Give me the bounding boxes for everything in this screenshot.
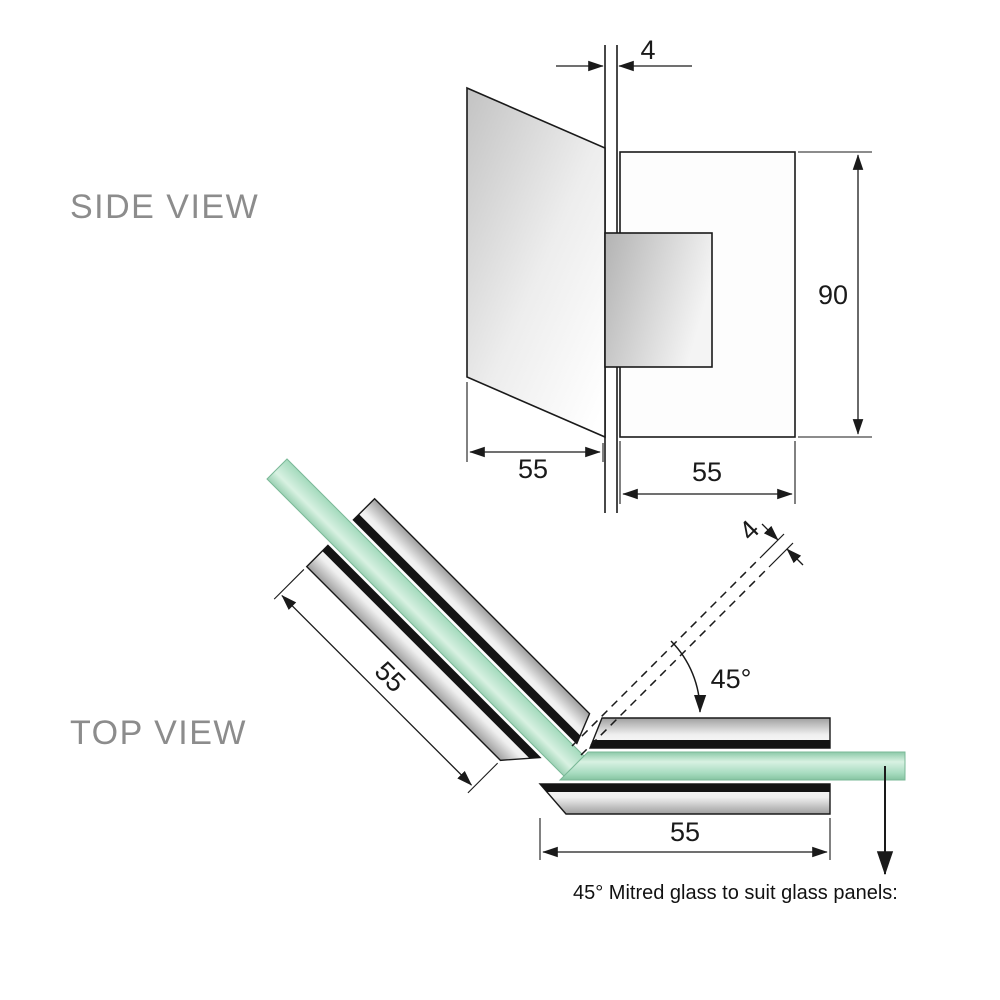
dim-plate-width: 55 [619, 441, 796, 504]
extension-line [273, 569, 305, 600]
diagonal-hinge-assembly: 55 [273, 497, 591, 794]
glass-panel-side [466, 86, 606, 439]
mitre-line [580, 569, 767, 756]
extension-line [768, 542, 794, 568]
side-view: SIDE VIEW 4 55 55 [70, 35, 872, 513]
dim-hinge-height-value: 90 [818, 280, 848, 310]
top-view-label: TOP VIEW [70, 714, 247, 752]
dim-plate-width-value: 55 [692, 457, 722, 487]
dim-line [761, 523, 779, 541]
glass-horizontal [558, 751, 906, 781]
angle-annotation: 45° [670, 640, 752, 713]
dim-mitre-gap-value: 4 [733, 514, 765, 546]
extension-line [467, 762, 499, 794]
dim-panel-depth: 55 [466, 382, 604, 484]
dim-glass-thickness: 4 [556, 35, 692, 72]
mitre-line [571, 560, 758, 747]
dim-panel-depth-value: 55 [518, 454, 548, 484]
dim-horizontal-plate-value: 55 [670, 817, 700, 847]
caption: 45° Mitred glass to suit glass panels: [573, 882, 898, 904]
glass-diagonal [266, 458, 585, 777]
top-view: TOP VIEW 55 [70, 458, 906, 904]
dim-hinge-height: 90 [798, 151, 872, 438]
angle-arc [670, 640, 707, 713]
plate-horizontal-upper-gasket [590, 740, 830, 748]
hinge-body-side [604, 232, 713, 368]
dim-line [281, 595, 473, 786]
dim-line [786, 548, 804, 566]
side-view-label: SIDE VIEW [70, 188, 259, 226]
dim-horizontal-plate: 55 [539, 817, 831, 860]
plate-horizontal-lower-gasket [540, 784, 830, 792]
dim-glass-thickness-value: 4 [640, 35, 655, 65]
extension-line [759, 533, 785, 559]
dim-angle-value: 45° [711, 664, 752, 694]
